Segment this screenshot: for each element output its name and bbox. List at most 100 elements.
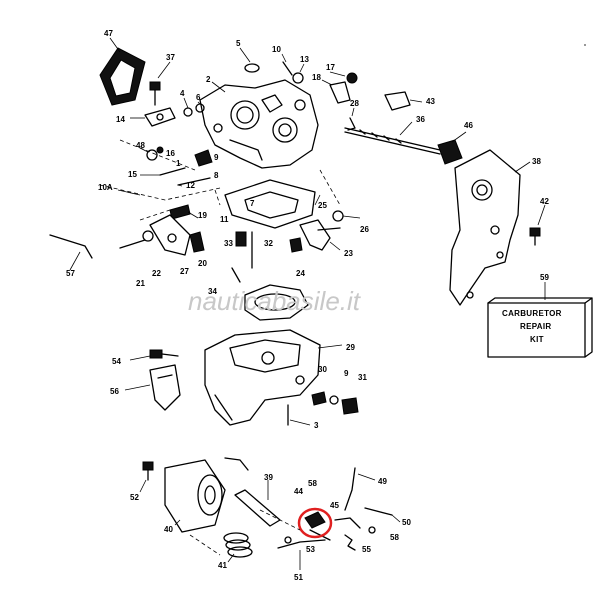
callout: 31 [358,373,367,382]
spring-20-part [189,231,205,253]
callout: 18 [312,73,321,82]
kit-line-2: REPAIR [520,322,551,331]
callout: 43 [426,97,435,106]
ring-part [183,107,193,117]
throttle-shaft-part [344,127,441,155]
corner-dot [584,44,586,46]
spring-19-part [169,204,191,220]
link-arm-part [149,214,191,256]
rod-49-part [344,467,356,511]
callout: 42 [540,197,549,206]
assembly-line-5 [319,169,341,206]
callout: 57 [66,269,75,278]
callout: 22 [152,269,161,278]
float-lever-part [299,219,341,251]
screw-12-part [177,177,211,186]
callout: 58 [308,479,317,488]
assembly-line-6 [189,534,221,556]
cylinder-part [164,457,249,533]
callout: 9 [344,369,349,378]
callout: 3 [314,421,319,430]
callout: 49 [378,477,387,486]
callout: 10 [272,45,281,54]
jet-30-part [311,391,327,406]
callout: 48 [136,141,145,150]
callout: 23 [344,249,353,258]
callout: 36 [416,115,425,124]
callout: 5 [236,39,241,48]
callout: 52 [130,493,139,502]
callout: 21 [136,279,145,288]
callout: 30 [318,365,327,374]
bracket-screw-part [529,227,541,246]
washer-48-part [146,149,158,161]
knob-part [437,139,463,165]
callout: 29 [346,343,355,352]
callout: 7 [250,199,255,208]
callout: 10A [98,183,113,192]
pin-34-part [231,267,241,283]
callout: 51 [294,573,303,582]
screw-52-part [142,461,154,481]
assembly-line-3 [139,209,171,221]
callout: 40 [164,525,173,534]
callout: 37 [166,53,175,62]
nut-51-part [284,536,292,544]
callout: 19 [198,211,207,220]
callout: 50 [402,518,411,527]
assembly-line-2 [99,184,221,201]
screw-51-part [277,539,326,549]
callout: 4 [180,89,185,98]
callout: 47 [104,29,113,38]
callout: 34 [208,287,217,296]
lever-45-part [334,517,361,529]
callout: 25 [318,201,327,210]
callout: 1 [176,159,181,168]
callout: 17 [326,63,335,72]
callout: 8 [214,171,219,180]
carburetor-body-part [199,79,319,169]
callout-numbers: 47 37 5 10 13 17 2 4 6 18 43 28 14 36 46… [66,29,549,582]
plug-31-part [341,397,359,415]
washer-part [292,72,304,84]
clip-part [384,91,411,111]
callout: 15 [128,170,137,179]
needle-33-part [235,231,247,247]
callout: 53 [306,545,315,554]
float-part [244,284,309,321]
spring-41-part [223,532,253,558]
highlighted-part [304,511,331,541]
callout: 56 [110,387,119,396]
callout: 44 [294,487,303,496]
assembly-line-4 [214,189,221,206]
spring-9-part [194,149,213,167]
callout: 28 [350,99,359,108]
callout: 20 [198,259,207,268]
screw-54-part [149,349,179,359]
kit-line-1: CARBURETOR [502,309,562,318]
spring-55-part [344,534,356,551]
callout: 2 [206,75,211,84]
callout: 38 [532,157,541,166]
callout: 6 [196,93,201,102]
callout: 45 [330,501,339,510]
washer-26-part [332,210,344,222]
callout: 58 [390,533,399,542]
pin-part [282,61,293,76]
watermark-text: nauticabasile.it [188,286,362,316]
nut-part [346,72,358,84]
washer-22-part [142,230,154,242]
clamp-part [149,364,181,411]
callout: 41 [218,561,227,570]
callout: 39 [264,473,273,482]
bracket-plate-part [449,149,521,306]
callout: 12 [186,181,195,190]
callout: 16 [166,149,175,158]
assembly-line-7 [259,509,301,531]
throttle-lever-part [144,107,176,127]
screw-part [149,81,161,106]
ring-58b-part [368,526,376,534]
nut-48-part [156,146,164,154]
screw-21-part [119,239,146,249]
